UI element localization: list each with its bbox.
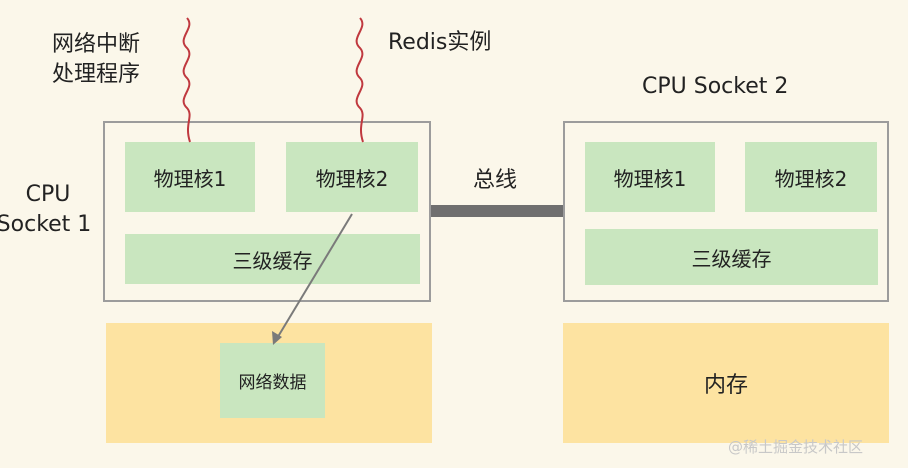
socket2-l3-cache: 三级缓存 — [585, 229, 878, 285]
socket1-label-line2: Socket 1 — [0, 211, 92, 237]
socket1-core2: 物理核2 — [286, 142, 418, 212]
interrupt-handler-label-line1: 网络中断 — [52, 32, 141, 57]
access-arrow-head — [272, 331, 282, 345]
socket2-label: CPU Socket 2 — [642, 74, 789, 99]
socket1-l3-cache: 三级缓存 — [125, 234, 420, 284]
memory-label: 内存 — [703, 373, 748, 398]
bus-label: 总线 — [473, 168, 518, 193]
socket1-label: CPU Socket 1 — [0, 180, 96, 239]
redis-instance-label: Redis实例 — [388, 30, 492, 55]
network-data-block: 网络数据 — [220, 343, 325, 418]
interrupt-handler-label: 网络中断 处理程序 — [52, 30, 140, 89]
watermark: @稀土掘金技术社区 — [728, 438, 864, 456]
socket1-label-line1: CPU — [25, 182, 71, 207]
access-arrow-line — [275, 213, 353, 341]
socket1-core1: 物理核1 — [125, 142, 255, 212]
socket2-core1: 物理核1 — [585, 142, 715, 212]
redis-wavy-line — [355, 17, 364, 143]
socket2-core2: 物理核2 — [745, 142, 877, 212]
interrupt-wavy-line — [182, 17, 191, 143]
bus-connector — [431, 205, 563, 217]
interrupt-handler-label-line2: 处理程序 — [52, 61, 141, 87]
socket2-memory: 内存 — [563, 323, 889, 443]
